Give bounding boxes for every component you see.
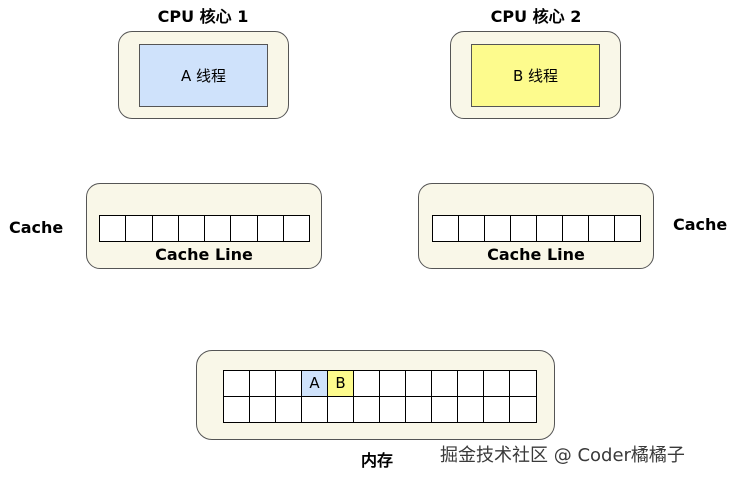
memory-cell bbox=[380, 396, 406, 422]
cache-line-left-label: Cache Line bbox=[155, 245, 253, 264]
cpu-core-2-box: B 线程 bbox=[450, 31, 621, 119]
memory-cell bbox=[250, 396, 276, 422]
cache-left-cell bbox=[205, 216, 232, 241]
cache-line-right-label: Cache Line bbox=[487, 245, 585, 264]
cache-right-cell bbox=[511, 216, 537, 241]
cache-right-cell bbox=[485, 216, 511, 241]
memory-cell bbox=[354, 396, 380, 422]
cache-left-cell bbox=[284, 216, 309, 241]
cache-left-cell bbox=[258, 216, 284, 241]
cache-line-left bbox=[99, 215, 310, 242]
cpu-core-1-box: A 线程 bbox=[118, 31, 289, 119]
cache-left-side-label: Cache bbox=[9, 218, 64, 237]
memory-cell bbox=[302, 396, 328, 422]
memory-cell bbox=[354, 371, 380, 397]
cache-line-right bbox=[432, 215, 641, 242]
memory-cell bbox=[250, 371, 276, 397]
cache-right-cell bbox=[563, 216, 589, 241]
cache-left-box: Cache Line bbox=[86, 183, 322, 269]
memory-cell bbox=[458, 396, 484, 422]
memory-cell-b: B bbox=[328, 371, 354, 397]
thread-b-label: B 线程 bbox=[512, 67, 559, 85]
memory-cell bbox=[406, 371, 432, 397]
memory-cell bbox=[432, 396, 458, 422]
cache-right-side-label: Cache bbox=[673, 215, 728, 234]
memory-cell bbox=[510, 397, 536, 423]
memory-cell bbox=[510, 371, 536, 397]
thread-a-label: A 线程 bbox=[180, 67, 227, 85]
cache-left-cell bbox=[153, 216, 179, 241]
cpu-core-1-title: CPU 核心 1 bbox=[157, 7, 249, 26]
memory-cell bbox=[484, 371, 510, 397]
memory-cell-a: A bbox=[302, 371, 328, 397]
memory-cell bbox=[432, 371, 458, 397]
memory-cell bbox=[276, 396, 302, 422]
cpu-core-2-title: CPU 核心 2 bbox=[490, 7, 582, 26]
cache-left-cell bbox=[179, 216, 205, 241]
memory-cell bbox=[458, 371, 484, 397]
memory-cell bbox=[224, 371, 250, 397]
cache-left-cell bbox=[100, 216, 127, 241]
memory-cell bbox=[484, 396, 510, 422]
thread-a-box: A 线程 bbox=[139, 44, 268, 107]
cache-right-cell bbox=[537, 216, 563, 241]
memory-cell bbox=[406, 396, 432, 422]
cache-left-cell bbox=[126, 216, 153, 241]
memory-cell bbox=[328, 396, 354, 422]
cache-right-cell bbox=[459, 216, 485, 241]
memory-cell bbox=[276, 371, 302, 397]
memory-label: 内存 bbox=[361, 451, 394, 470]
memory-cell bbox=[380, 371, 406, 397]
cache-left-cell bbox=[231, 216, 258, 241]
cache-right-cell bbox=[433, 216, 459, 241]
watermark: 掘金技术社区 @ Coder橘橘子 bbox=[440, 445, 685, 466]
memory-cell bbox=[224, 396, 250, 422]
thread-b-box: B 线程 bbox=[471, 44, 600, 107]
cache-right-cell bbox=[589, 216, 615, 241]
cache-right-cell bbox=[615, 216, 640, 241]
cache-right-box: Cache Line bbox=[418, 183, 654, 269]
